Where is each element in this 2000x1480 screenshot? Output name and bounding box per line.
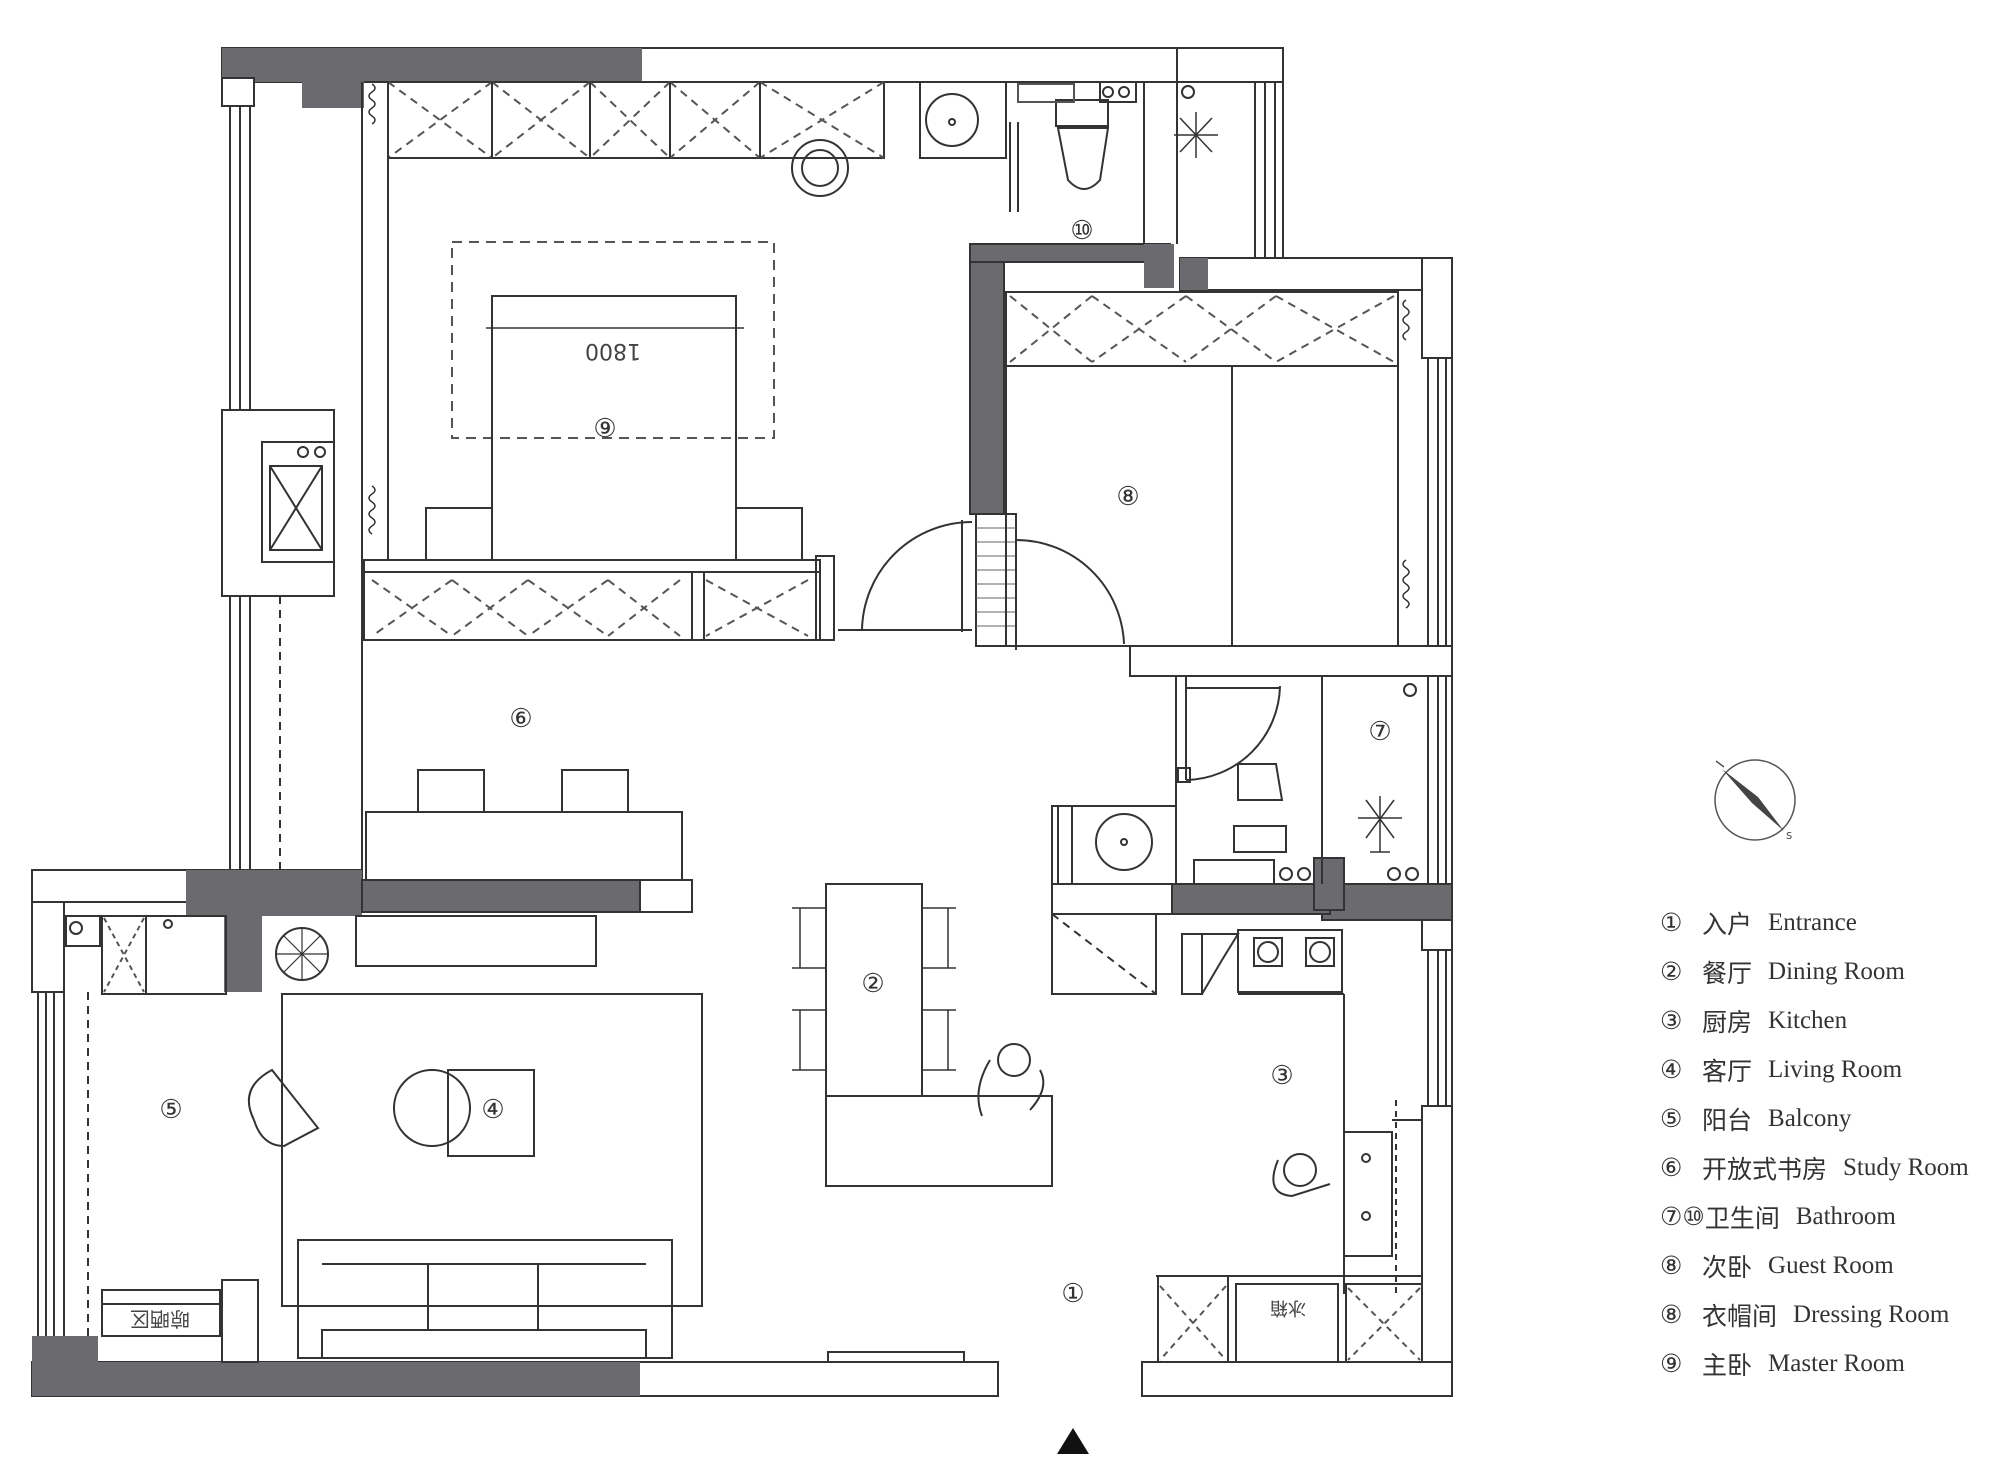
drying-area-label: 晾晒区 [130,1307,190,1331]
legend-en: Living Room [1768,1055,1903,1083]
legend-item: ② 餐厅 Dining Room [1660,947,2000,996]
compass-icon: s [1714,759,1796,842]
legend-item: ⑧ 衣帽间 Dressing Room [1660,1290,2000,1339]
legend-zh: 阳台 [1702,1107,1753,1135]
legend-zh: 客厅 [1702,1058,1753,1086]
room-labels: ⑨ ⑩ ⑧ ⑦ ⑥ ② ③ ④ ⑤ ① 1800 晾晒区 冰箱 [130,216,1392,1331]
floor-plan: ⑨ ⑩ ⑧ ⑦ ⑥ ② ③ ④ ⑤ ① 1800 晾晒区 冰箱 [31,47,1453,1454]
legend-item: ③ 厨房 Kitchen [1660,996,2000,1045]
legend-en: Guest Room [1768,1251,1894,1279]
legend-num: ⑤ [1660,1105,1683,1133]
room-label-8: ⑧ [1116,482,1139,512]
legend-zh: 餐厅 [1702,960,1753,988]
outer-walls [31,47,1453,1397]
room-label-1: ① [1061,1279,1084,1309]
room-label-5: ⑤ [159,1095,182,1125]
room-label-4: ④ [481,1095,504,1125]
interior-lines [65,81,1423,1363]
entrance-arrow-icon [1057,1428,1089,1454]
legend-en: Balcony [1768,1104,1852,1132]
legend-num: ⑦⑩ [1660,1203,1705,1231]
room-label-7: ⑦ [1368,717,1391,747]
legend-item: ④ 客厅 Living Room [1660,1045,2000,1094]
legend-num: ⑨ [1660,1350,1683,1378]
legend-item: ⑥ 开放式书房 Study Room [1660,1143,2000,1192]
legend-zh: 开放式书房 [1702,1156,1828,1184]
legend-zh: 厨房 [1702,1009,1753,1037]
legend-num: ④ [1660,1056,1683,1084]
legend-num: ⑧ [1660,1252,1683,1280]
room-label-2: ② [861,969,884,999]
legend-zh: 衣帽间 [1702,1303,1778,1331]
legend-en: Master Room [1768,1349,1905,1377]
svg-text:s: s [1786,828,1792,842]
fridge-label: 冰箱 [1270,1297,1306,1318]
legend-item: ⑧ 次卧 Guest Room [1660,1241,2000,1290]
legend-num: ③ [1660,1007,1683,1035]
legend-zh: 卫生间 [1704,1205,1780,1233]
legend-zh: 主卧 [1702,1352,1753,1380]
room-label-10: ⑩ [1070,216,1093,246]
legend-zh: 次卧 [1702,1254,1753,1282]
bed-width-label: 1800 [585,338,641,363]
interior-walls [969,243,1345,915]
legend-en: Study Room [1843,1153,1969,1181]
legend-en: Dining Room [1768,957,1905,985]
legend-num: ② [1660,958,1683,986]
legend-item: ⑨ 主卧 Master Room [1660,1339,2000,1388]
legend-num: ⑥ [1660,1154,1683,1182]
legend-num: ⑧ [1660,1301,1683,1329]
legend-en: Entrance [1768,908,1857,936]
legend-item: ⑤ 阳台 Balcony [1660,1094,2000,1143]
legend-num: ① [1660,909,1683,937]
legend-en: Bathroom [1795,1202,1896,1230]
legend-en: Kitchen [1768,1006,1848,1034]
legend-en: Dressing Room [1793,1300,1950,1328]
room-label-6: ⑥ [509,704,532,734]
legend-item: ① 入户 Entrance [1660,898,2000,947]
legend-zh: 入户 [1702,911,1753,939]
room-label-3: ③ [1270,1061,1293,1091]
room-label-9: ⑨ [593,414,616,444]
